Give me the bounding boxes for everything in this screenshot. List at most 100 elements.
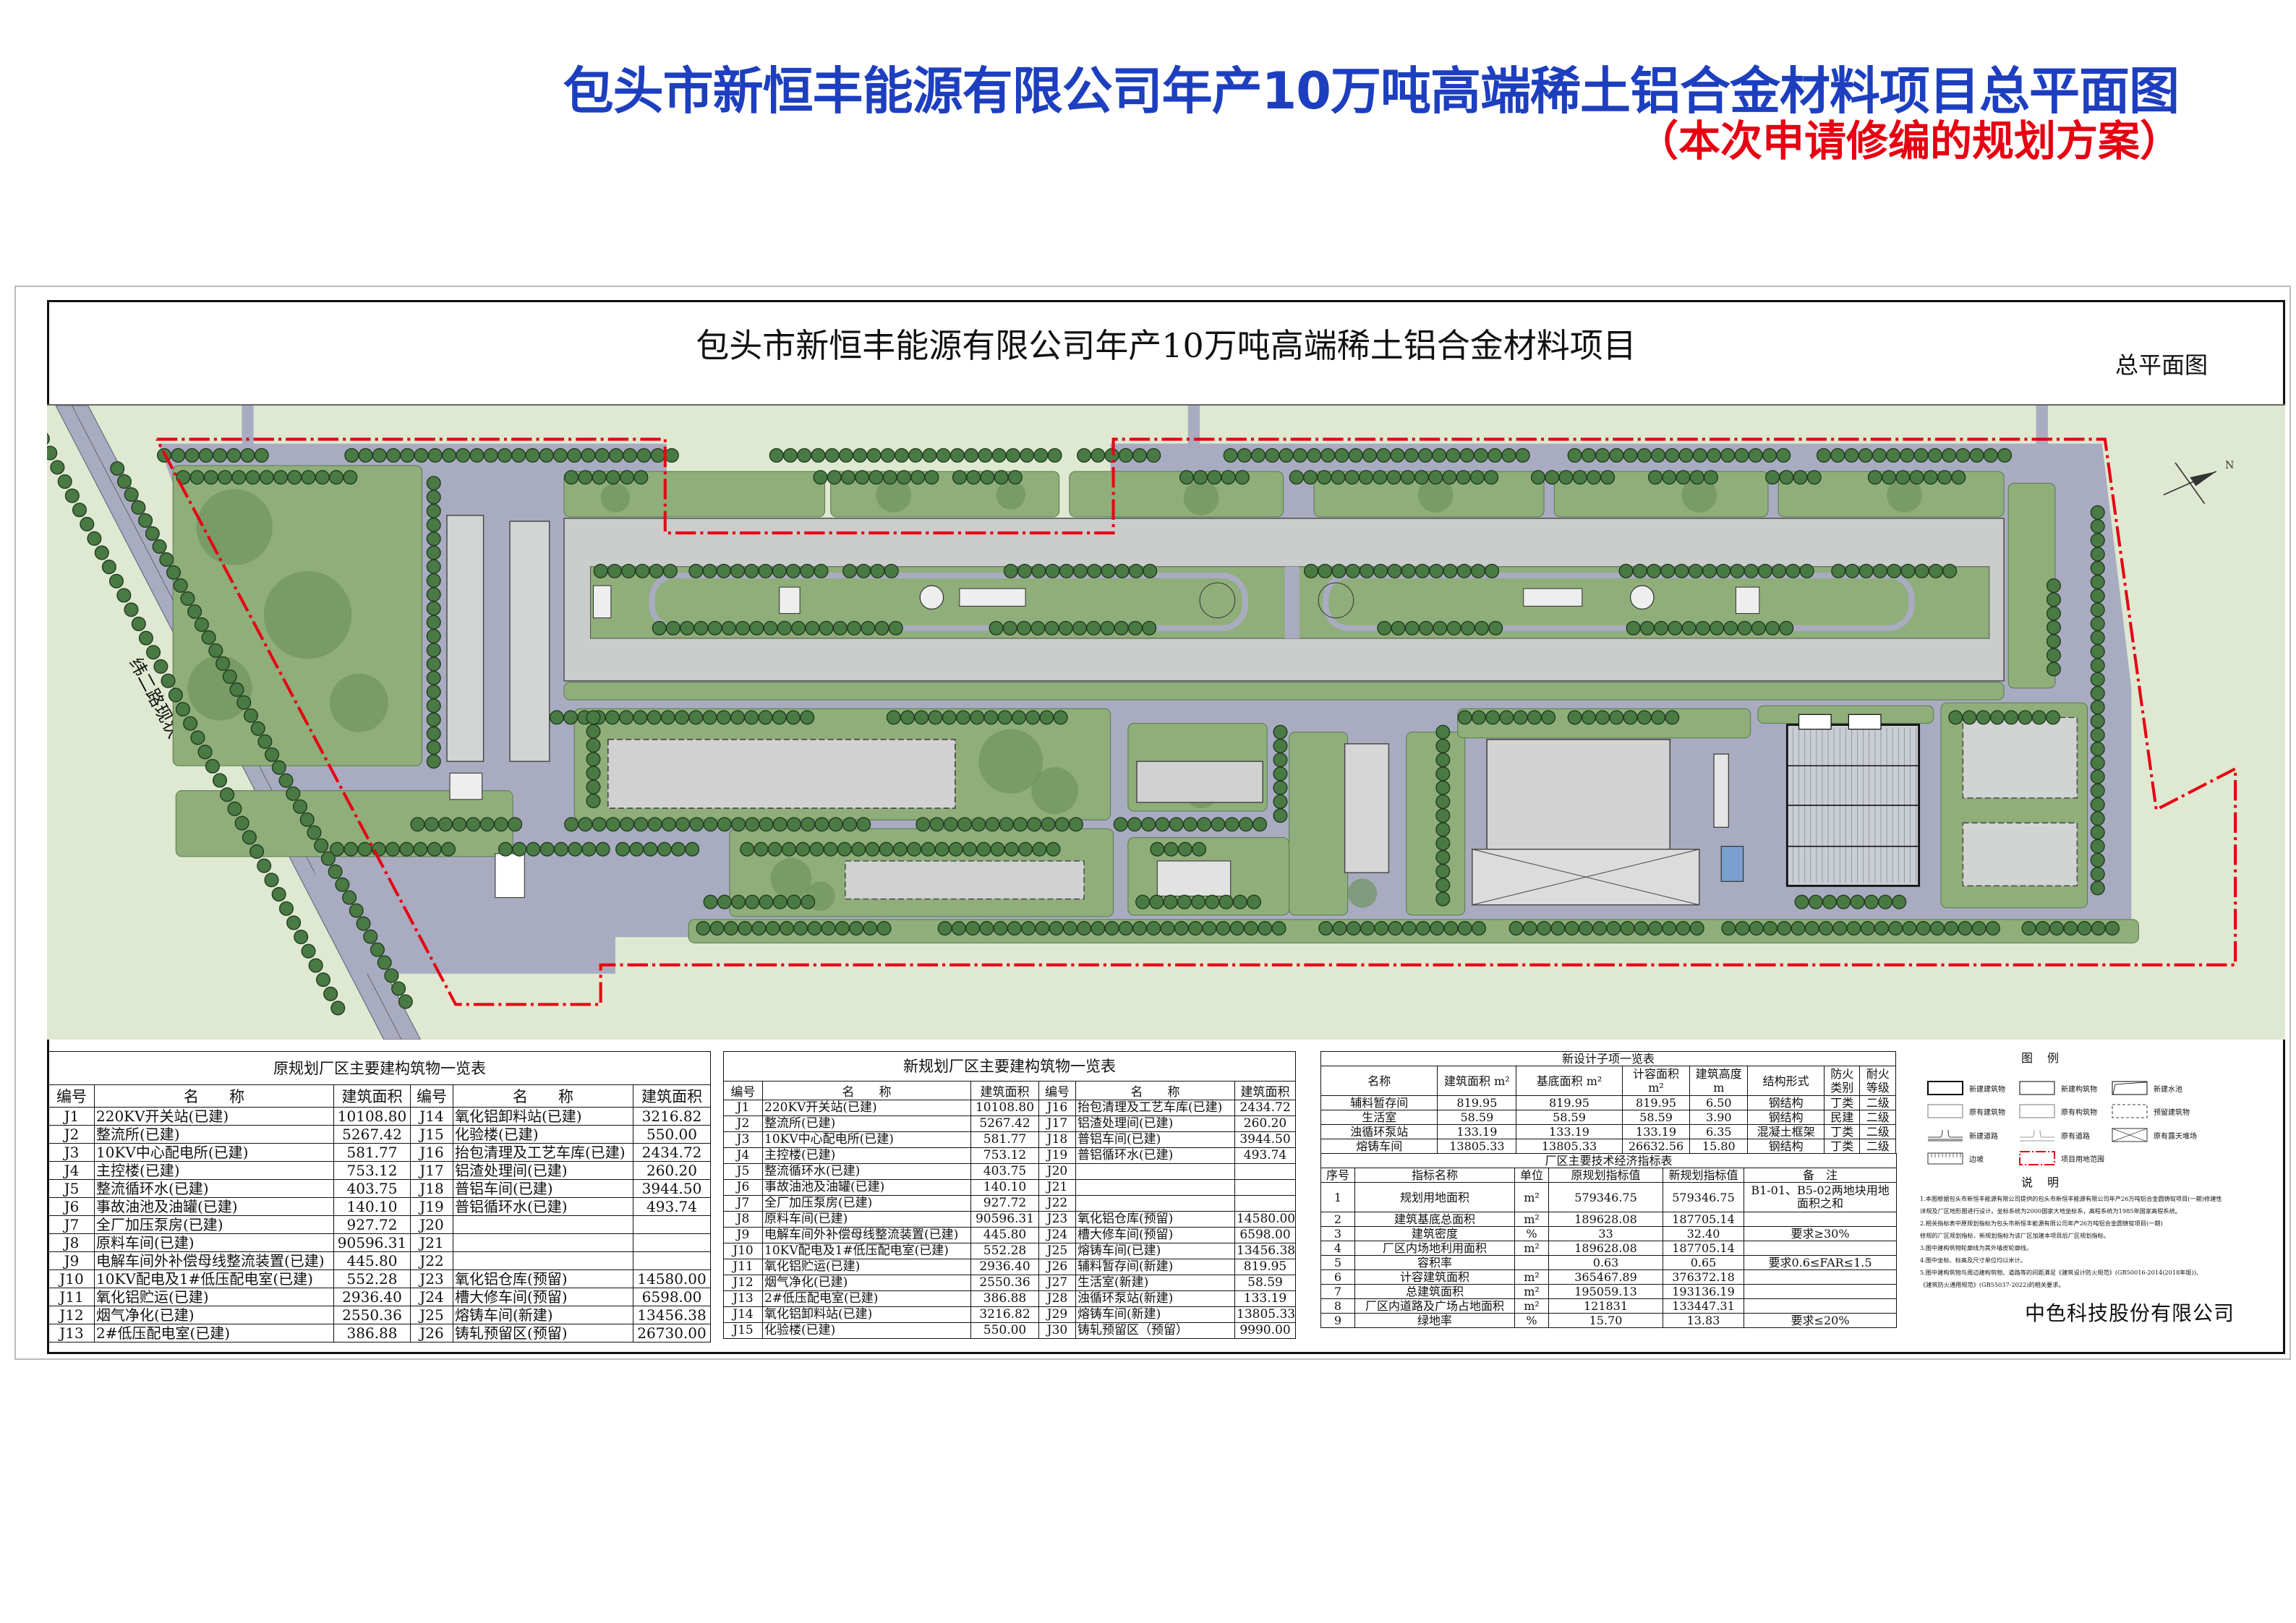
open-yard-icon [2112, 1128, 2148, 1142]
tree-icon [636, 447, 652, 463]
tree-icon [745, 817, 760, 832]
table-cell: 计容建筑面积 [1354, 1269, 1515, 1285]
tree-icon [1400, 470, 1415, 485]
tree-icon [101, 560, 116, 575]
tree-icon [180, 591, 195, 606]
tree-icon [1046, 842, 1061, 857]
tree-icon [1791, 921, 1806, 936]
table-cell: J10 [723, 1243, 763, 1259]
tree-icon [1177, 842, 1192, 857]
table-cell: J11 [48, 1288, 95, 1306]
tree-icon [1234, 470, 1250, 485]
tree-icon [1044, 620, 1059, 635]
tree-icon [286, 786, 301, 801]
tree-icon [1888, 921, 1903, 936]
tree-icon [620, 470, 635, 485]
tree-icon [138, 513, 153, 528]
legend-label: 新建水池 [2154, 1085, 2182, 1094]
tree-icon [1537, 921, 1552, 936]
tree-icon [1636, 447, 1652, 463]
tree-icon [1892, 894, 1907, 909]
tree-icon [370, 942, 385, 957]
tree-cluster [1417, 477, 1454, 513]
tree-icon [647, 817, 662, 832]
tree-icon [675, 817, 691, 832]
tree-icon [660, 710, 675, 725]
table-cell: 辅料暂存间 [1320, 1095, 1438, 1110]
tree-icon [782, 447, 798, 463]
tree-icon [1581, 710, 1596, 725]
tree-icon [1252, 817, 1268, 832]
tree-icon [1651, 447, 1666, 463]
tree-icon [1515, 447, 1530, 463]
table-cell: 579346.75 [1663, 1182, 1744, 1212]
tree-icon [1785, 563, 1801, 578]
table-cell: J11 [723, 1259, 763, 1275]
tree-icon [166, 565, 182, 580]
tree-icon [1634, 921, 1649, 936]
tree-icon [2090, 741, 2105, 756]
column-header: 基底面积 m² [1516, 1066, 1623, 1096]
tree-rows [47, 433, 2120, 1016]
table-cell: 26730.00 [632, 1324, 712, 1342]
table-cell: m² [1514, 1241, 1549, 1256]
tree-icon [1909, 470, 1924, 485]
table-cell: 9990.00 [1234, 1322, 1297, 1339]
tree-icon [1799, 563, 1814, 578]
tree-icon [1229, 921, 1245, 936]
tree-icon [1435, 780, 1451, 795]
tree-icon [1059, 563, 1074, 578]
tree-icon [1346, 921, 1361, 936]
table-cell: 386.88 [970, 1290, 1039, 1307]
tree-icon [400, 447, 415, 463]
tree-icon [2090, 616, 2105, 631]
tree-icon [586, 737, 601, 753]
tree-icon [772, 563, 787, 578]
column-header: 结构形式 [1747, 1066, 1825, 1096]
tree-icon [892, 842, 908, 857]
tree-icon [593, 563, 608, 578]
tree-icon [175, 702, 190, 717]
tree-icon [1779, 470, 1794, 485]
table-cell: 化验楼(已建) [453, 1125, 633, 1144]
pump-station [1713, 753, 1729, 828]
table-cell: 整流循环水(已建) [762, 1163, 971, 1180]
tree-icon [703, 894, 718, 909]
tree-icon [498, 842, 513, 857]
tree-icon [586, 779, 601, 795]
tree-icon [2090, 881, 2105, 896]
tree-icon [1435, 822, 1451, 837]
tree-icon [386, 447, 401, 463]
tree-icon [1822, 894, 1838, 909]
tree-icon [398, 994, 413, 1009]
tree-icon [1007, 921, 1022, 936]
tree-icon [1435, 753, 1451, 768]
tree-icon [662, 563, 678, 578]
tree-icon [2090, 727, 2105, 742]
tree-icon [1025, 710, 1041, 725]
tree-icon [469, 447, 485, 463]
tree-icon [730, 563, 746, 578]
tree-icon [894, 447, 909, 463]
tree-icon [937, 921, 952, 936]
tree-icon [1459, 447, 1475, 463]
tree-icon [652, 620, 667, 635]
table-cell: 403.75 [333, 1179, 411, 1198]
table-cell [1075, 1179, 1235, 1196]
tree-icon [1401, 921, 1417, 936]
tree-icon [2045, 710, 2060, 725]
tree-icon [1017, 563, 1033, 578]
tree-icon [1002, 620, 1017, 635]
inner-road [1284, 566, 1299, 639]
tree-icon [1757, 563, 1772, 578]
tree-icon [1005, 447, 1020, 463]
tree-icon [568, 842, 583, 857]
table-cell: 铸轧预留区（预留） [1075, 1322, 1235, 1339]
table-cell: J30 [1038, 1322, 1076, 1339]
